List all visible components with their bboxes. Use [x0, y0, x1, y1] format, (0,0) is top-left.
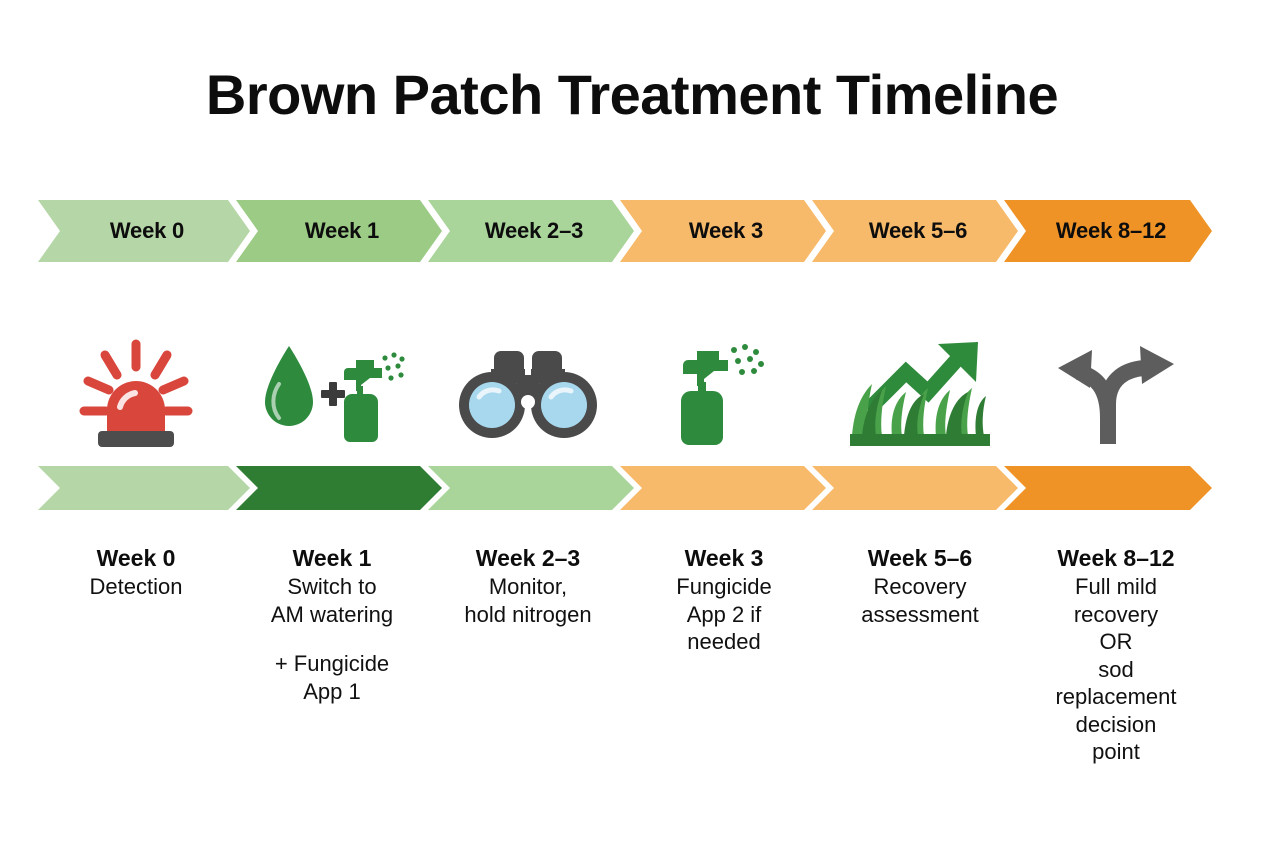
caption-week-4: Week 5–6: [867, 545, 973, 571]
caption-line: Full mild: [1075, 574, 1157, 600]
top-chevron-label-3: Week 3: [688, 218, 764, 243]
icon-cell-3: [626, 330, 822, 456]
fork-decision-arrows-icon: [1058, 346, 1174, 444]
caption-cell-0: Week 0 Detection: [38, 544, 234, 601]
icon-cell-0: [38, 330, 234, 456]
caption-line: App 1: [303, 678, 361, 704]
caption-line: Detection: [89, 574, 183, 600]
icon-cell-5: [1018, 330, 1214, 456]
binoculars-icon: [459, 351, 597, 438]
caption-line: AM watering: [270, 601, 394, 627]
top-chevron-label-5: Week 8–12: [1055, 218, 1167, 243]
grass-growth-arrow-icon: [850, 342, 990, 446]
caption-cell-2: Week 2–3 Monitor,hold nitrogen: [430, 544, 626, 628]
caption-week-1: Week 1: [292, 545, 372, 571]
caption-line: needed: [687, 629, 761, 655]
bottom-chevron-5[interactable]: [1004, 466, 1212, 510]
spray-bottle-icon: [681, 344, 764, 445]
top-chevron-0[interactable]: Week 0: [38, 200, 250, 262]
top-chevron-label-1: Week 1: [304, 218, 380, 243]
timeline-top-bar: Week 0 Week 1 Week 2–3 Week 3 Week 5–6 W…: [38, 200, 1214, 262]
bottom-chevron-1[interactable]: [236, 466, 442, 510]
alarm-light-icon: [79, 339, 193, 447]
top-chevron-4[interactable]: Week 5–6: [812, 200, 1018, 262]
caption-line: point: [1092, 739, 1140, 765]
top-chevron-2[interactable]: Week 2–3: [428, 200, 634, 262]
caption-line: + Fungicide: [274, 651, 390, 677]
water-drop-plus-spray-bottle-icon: [265, 346, 405, 442]
bottom-chevron-2[interactable]: [428, 466, 634, 510]
caption-week-3: Week 3: [684, 545, 764, 571]
caption-desc-2: Monitor,hold nitrogen: [436, 573, 620, 628]
bottom-chevron-0[interactable]: [38, 466, 250, 510]
top-chevron-label-0: Week 0: [109, 218, 185, 243]
top-chevron-label-4: Week 5–6: [868, 218, 968, 243]
page-title: Brown Patch Treatment Timeline: [205, 63, 1059, 126]
caption-line: sod: [1098, 656, 1134, 682]
caption-line: replacement: [1055, 684, 1177, 710]
icon-cell-2: [430, 330, 626, 456]
top-chevron-5[interactable]: Week 8–12: [1004, 200, 1212, 262]
bottom-chevron-4[interactable]: [812, 466, 1018, 510]
caption-line: Switch to: [287, 574, 377, 600]
caption-line: recovery: [1073, 601, 1159, 627]
caption-desc-0: Detection: [44, 573, 228, 601]
caption-line: App 2 if: [686, 601, 762, 627]
bottom-chevron-3[interactable]: [620, 466, 826, 510]
caption-line: Recovery: [873, 574, 967, 600]
top-chevron-label-2: Week 2–3: [484, 218, 584, 243]
caption-week-0: Week 0: [96, 545, 176, 571]
caption-line: OR: [1099, 629, 1133, 655]
timeline-bottom-bar: [38, 466, 1214, 510]
caption-line: decision: [1075, 711, 1157, 737]
caption-week-2: Week 2–3: [475, 545, 581, 571]
icon-row: [38, 330, 1214, 456]
caption-line: assessment: [861, 601, 979, 627]
caption-line: Fungicide: [676, 574, 772, 600]
caption-line: Monitor,: [488, 574, 568, 600]
caption-week-5: Week 8–12: [1057, 545, 1175, 571]
caption-line: hold nitrogen: [464, 601, 592, 627]
icon-cell-1: [234, 330, 430, 456]
icon-cell-4: [822, 330, 1018, 456]
top-chevron-1[interactable]: Week 1: [236, 200, 442, 262]
top-chevron-3[interactable]: Week 3: [620, 200, 826, 262]
